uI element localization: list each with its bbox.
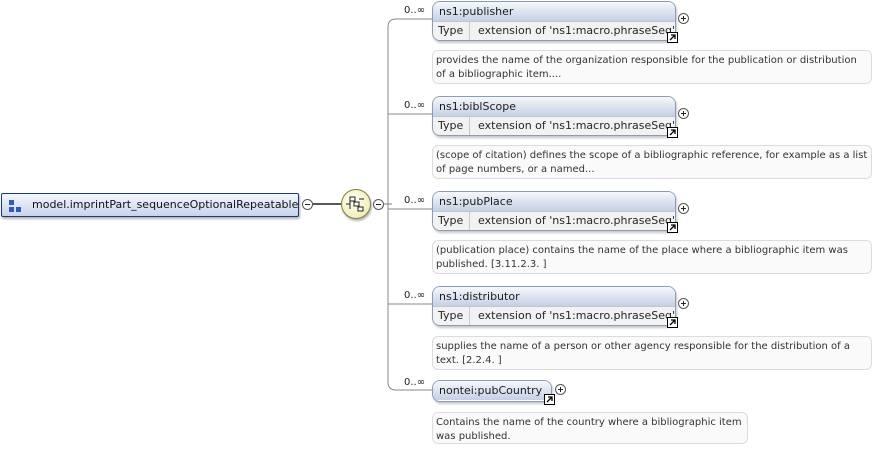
element-name: ns1:biblScope — [433, 97, 675, 116]
reference-arrow-icon[interactable] — [667, 317, 678, 328]
type-key: Type — [433, 212, 471, 230]
type-value: extension of 'ns1:macro.phraseSeq' — [478, 214, 675, 227]
expand-icon[interactable] — [678, 203, 689, 214]
annotation-text: (publication place) contains the name of… — [432, 240, 872, 274]
reference-arrow-icon[interactable] — [544, 394, 555, 405]
type-key: Type — [433, 307, 471, 325]
type-value: extension of 'ns1:macro.phraseSeq' — [478, 24, 675, 37]
element-name: ns1:publisher — [433, 2, 675, 21]
element-pubplace[interactable]: ns1:pubPlace Type extension of 'ns1:macr… — [432, 191, 676, 231]
type-key: Type — [433, 117, 471, 135]
type-row: Type extension of 'ns1:macro.phraseSeq' — [433, 306, 675, 325]
occurrence-label: 0..∞ — [404, 195, 426, 206]
type-value: extension of 'ns1:macro.phraseSeq' — [478, 309, 675, 322]
occurrence-label: 0..∞ — [404, 100, 426, 111]
annotation-text: provides the name of the organization re… — [432, 50, 872, 84]
annotation-text: supplies the name of a person or other a… — [432, 336, 872, 370]
sequence-compositor[interactable] — [341, 189, 371, 219]
expand-icon[interactable] — [678, 108, 689, 119]
collapse-root-icon[interactable] — [302, 199, 313, 210]
reference-arrow-icon[interactable] — [667, 32, 678, 43]
reference-arrow-icon[interactable] — [667, 222, 678, 233]
root-model-group[interactable]: model.imprintPart_sequenceOptionalRepeat… — [1, 193, 299, 217]
model-group-icon — [9, 199, 23, 213]
type-row: Type extension of 'ns1:macro.phraseSeq' — [433, 211, 675, 230]
element-biblscope[interactable]: ns1:biblScope Type extension of 'ns1:mac… — [432, 96, 676, 136]
occurrence-label: 0..∞ — [404, 377, 426, 388]
type-row: Type extension of 'ns1:macro.phraseSeq' — [433, 21, 675, 40]
type-value: extension of 'ns1:macro.phraseSeq' — [478, 119, 675, 132]
reference-arrow-icon[interactable] — [667, 127, 678, 138]
annotation-text: (scope of citation) defines the scope of… — [432, 145, 872, 179]
element-name: ns1:distributor — [433, 287, 675, 306]
expand-icon[interactable] — [678, 13, 689, 24]
expand-icon[interactable] — [678, 298, 689, 309]
expand-icon[interactable] — [555, 384, 566, 395]
occurrence-label: 0..∞ — [404, 5, 426, 16]
root-label: model.imprintPart_sequenceOptionalRepeat… — [32, 198, 299, 211]
element-distributor[interactable]: ns1:distributor Type extension of 'ns1:m… — [432, 286, 676, 326]
element-publisher[interactable]: ns1:publisher Type extension of 'ns1:mac… — [432, 1, 676, 41]
collapse-sequence-icon[interactable] — [373, 199, 384, 210]
element-pubcountry[interactable]: nontei:pubCountry — [432, 380, 552, 402]
element-name: nontei:pubCountry — [433, 381, 551, 400]
type-key: Type — [433, 22, 471, 40]
annotation-text: Contains the name of the country where a… — [432, 412, 748, 444]
sequence-icon — [346, 196, 364, 212]
occurrence-label: 0..∞ — [404, 290, 426, 301]
element-name: ns1:pubPlace — [433, 192, 675, 211]
type-row: Type extension of 'ns1:macro.phraseSeq' — [433, 116, 675, 135]
